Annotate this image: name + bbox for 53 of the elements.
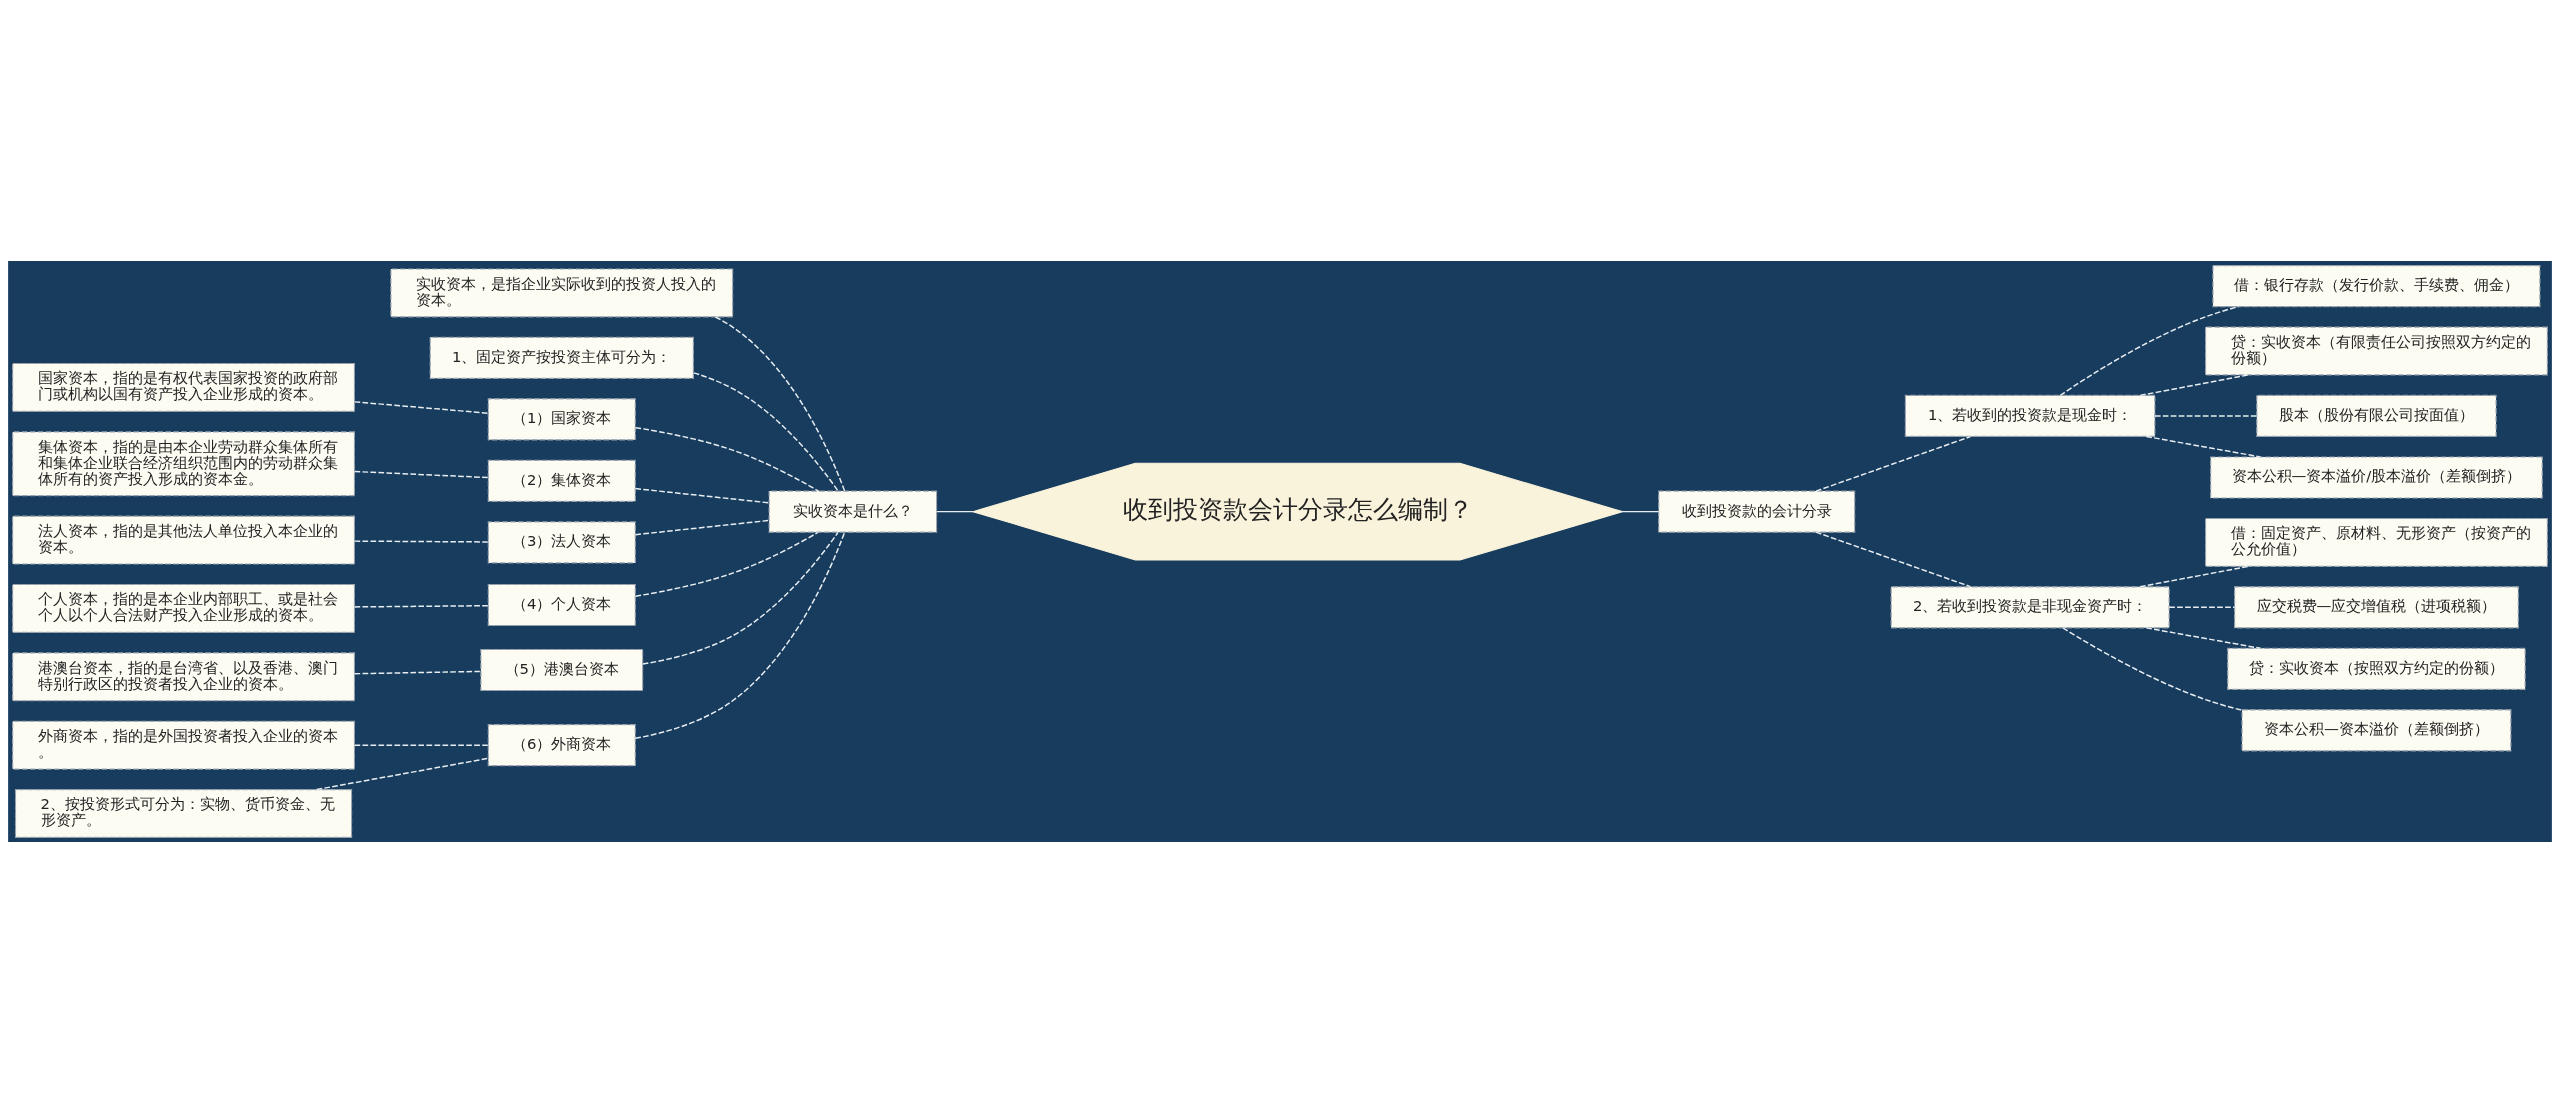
node-box: 外商资本，指的是外国投资者投入企业的资本。 (12, 720, 355, 770)
connector (353, 540, 489, 543)
connector (353, 470, 489, 479)
node-box: 2、若收到投资款是非现金资产时： (1890, 586, 2170, 629)
connector (353, 744, 489, 746)
node-box: 实收资本是什么？ (768, 490, 938, 533)
connector (692, 372, 839, 492)
node-box: （5）港澳台资本 (480, 648, 644, 692)
connector (2168, 606, 2236, 609)
node-box: （3）法人资本 (487, 521, 636, 564)
node-box: 借：固定资产、原材料、无形资产（按资产的公允价值） (2205, 517, 2548, 567)
connector (2139, 374, 2250, 397)
connector (634, 426, 820, 492)
node-box: （4）个人资本 (487, 583, 636, 627)
node-box: 个人资本，指的是本企业内部职工、或是社会个人以个人合法财产投入企业形成的资本。 (12, 583, 355, 633)
node-box: 集体资本，指的是由本企业劳动群众集体所有和集体企业联合经济组织范围内的劳动群众集体所有的资产投入形成的资本金。 (12, 431, 355, 497)
connector (1621, 510, 1660, 513)
connector (642, 531, 839, 665)
node-box: 国家资本，指的是有权代表国家投资的政府部门或机构以国有资产投入企业形成的资本。 (12, 362, 355, 412)
node-box: 1、固定资产按投资主体可分为： (429, 336, 694, 379)
node-box: 资本公积—资本溢价/股本溢价（差额倒挤） (2210, 456, 2543, 499)
node-box: 股本（股份有限公司按面值） (2256, 394, 2497, 437)
node-box: 资本公积—资本溢价（差额倒挤） (2241, 709, 2512, 752)
connector (634, 519, 770, 536)
connector (935, 510, 974, 513)
node-box: （6）外商资本 (487, 724, 636, 767)
node-box: （2）集体资本 (487, 459, 636, 502)
connector (2145, 435, 2262, 458)
node-box: 贷：实收资本（有限责任公司按照双方约定的份额） (2205, 326, 2548, 376)
node-box: 贷：实收资本（按照双方约定的份额） (2227, 647, 2526, 690)
connector (353, 401, 489, 414)
connector (353, 670, 482, 675)
node-box: （1）国家资本 (487, 398, 636, 441)
connector (634, 531, 846, 740)
node-box: 法人资本，指的是其他法人单位投入本企业的资本。 (12, 515, 355, 565)
node-box: 实收资本，是指企业实际收到的投资人投入的资本。 (390, 268, 734, 318)
node-box: 港澳台资本，指的是台湾省、以及香港、澳门特别行政区的投资者投入企业的资本。 (12, 652, 355, 702)
node-box: 收到投资款的会计分录 (1658, 490, 1856, 533)
node-box: 借：银行存款（发行价款、手续费、佣金） (2212, 265, 2541, 308)
connector (634, 531, 819, 597)
connector (2154, 415, 2258, 417)
node-box: 2、按投资形式可分为：实物、货币资金、无形资产。 (14, 789, 353, 838)
connector (1815, 531, 1972, 588)
connector (315, 757, 489, 791)
connector (714, 316, 846, 492)
node-box: 应交税费—应交增值税（进项税额） (2234, 586, 2519, 629)
connector (2145, 627, 2262, 650)
connector (634, 487, 770, 504)
node-box: 1、若收到的投资款是现金时： (1904, 394, 2156, 437)
connector (2139, 565, 2250, 588)
connector (353, 604, 489, 608)
connector (1815, 435, 1972, 492)
connector (2062, 627, 2243, 711)
